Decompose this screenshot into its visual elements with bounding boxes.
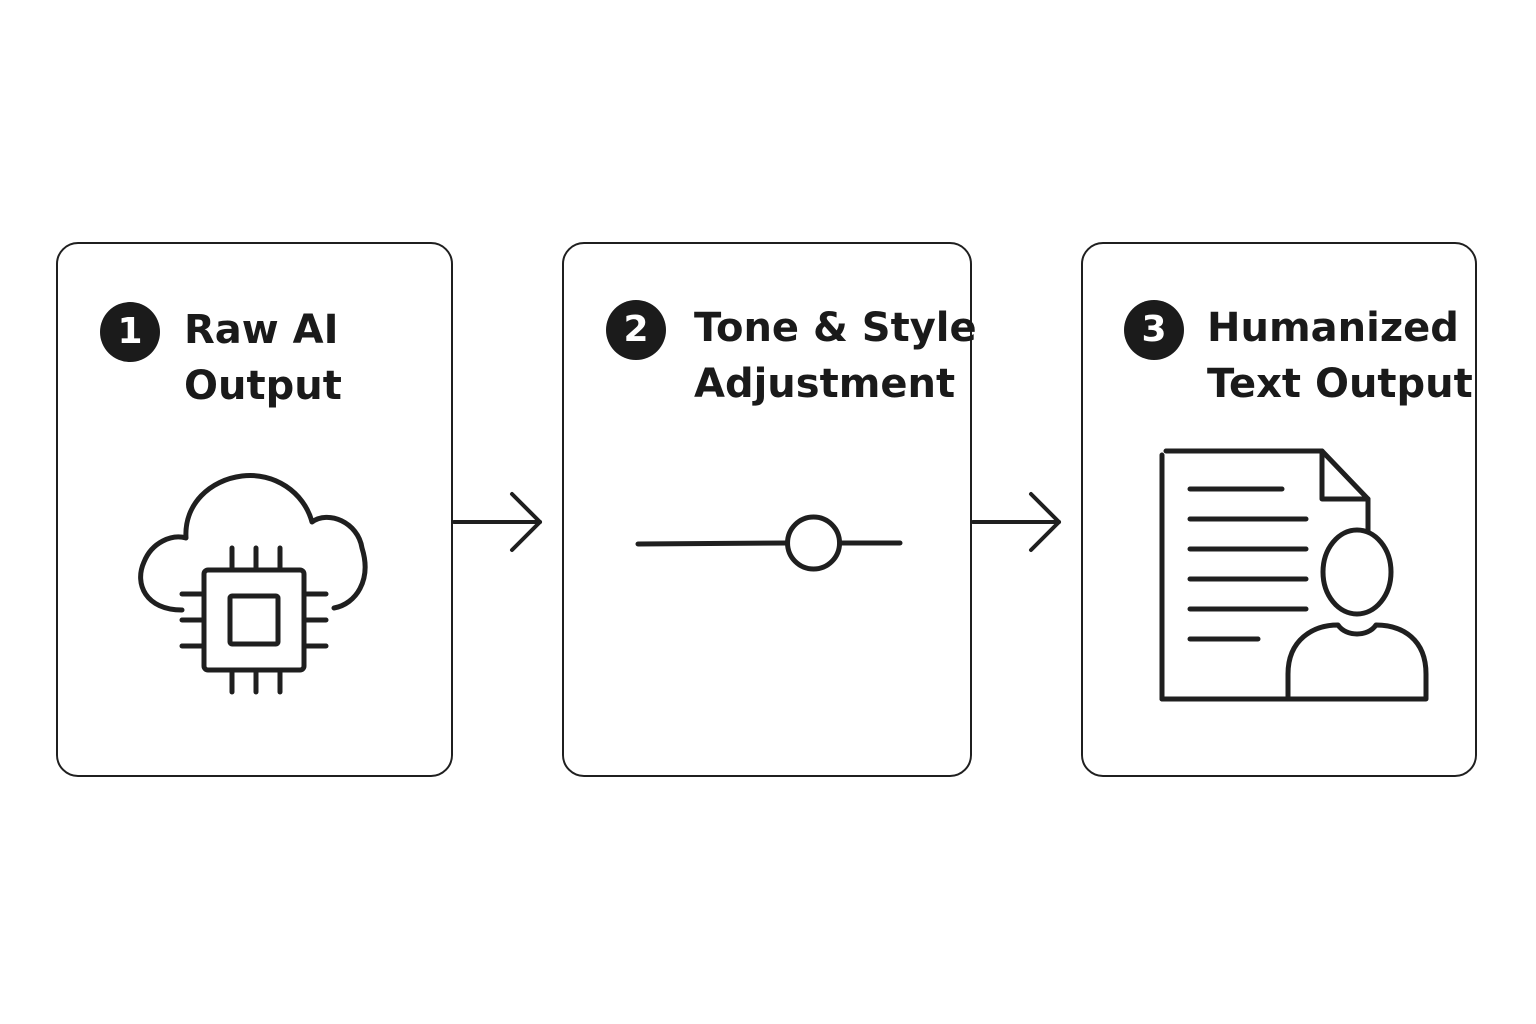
person-head — [1320, 527, 1394, 617]
cloud-chip-icon — [134, 464, 374, 714]
step-title-line2: Text Output — [1207, 361, 1473, 407]
document-outline — [1163, 448, 1371, 536]
step-title: Tone & Style Adjustment — [694, 300, 977, 412]
step-title-line1: Raw AI — [184, 307, 339, 353]
step-title-line2: Adjustment — [694, 361, 956, 407]
person-body — [1285, 622, 1429, 702]
step-title-line2: Output — [184, 363, 342, 409]
step-number-badge: 2 — [606, 300, 666, 360]
slider-knob — [785, 514, 843, 572]
step-number-badge: 1 — [100, 302, 160, 362]
step-title: Raw AI Output — [184, 302, 342, 414]
slider-track-left — [635, 540, 791, 547]
slider-icon — [634, 512, 904, 572]
step-card-humanized-text-output: 3 Humanized Text Output — [1081, 242, 1477, 777]
step-title-line1: Tone & Style — [694, 305, 977, 351]
step-title-line1: Humanized — [1207, 305, 1459, 351]
step-title: Humanized Text Output — [1207, 300, 1473, 412]
step-card-tone-style-adjustment: 2 Tone & Style Adjustment — [562, 242, 977, 777]
step-number-badge: 3 — [1124, 300, 1184, 360]
flow-arrow-1-to-2 — [452, 492, 546, 556]
step-card-raw-ai-output: 1 Raw AI Output — [56, 242, 453, 777]
flow-arrow-2-to-3 — [971, 492, 1065, 556]
document-person-icon — [1156, 448, 1436, 709]
